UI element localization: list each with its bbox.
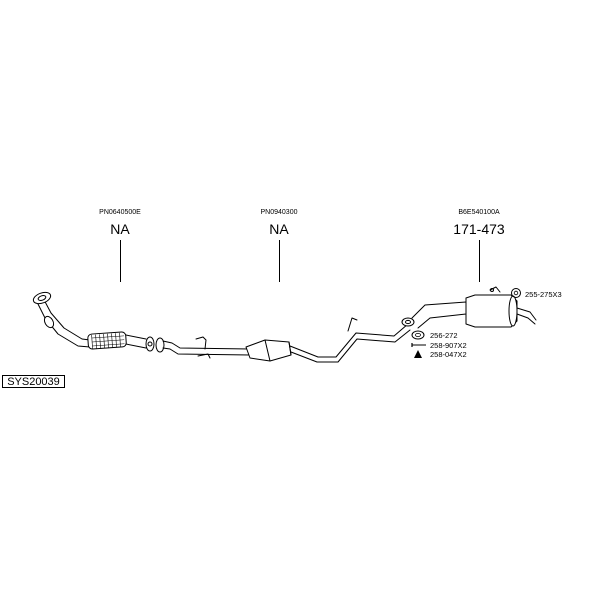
leader-line-rear-silencer	[479, 240, 480, 282]
front-pipe[interactable]	[32, 290, 155, 352]
accessory-code: 256-272	[430, 331, 458, 340]
bolt-icon	[411, 343, 426, 347]
part-number-front-pipe[interactable]: NA	[110, 221, 130, 237]
system-code-label: SYS20039	[2, 375, 65, 388]
oem-number-front-pipe: PN0640500E	[99, 209, 141, 216]
accessory-code: 258-047X2	[430, 350, 467, 359]
intermediate-pipe[interactable]	[155, 336, 251, 359]
nut-icon	[414, 350, 422, 358]
oem-number-middle-silencer: PN0940300	[260, 209, 298, 216]
gasket-icon	[411, 330, 425, 340]
rear-silencer[interactable]	[411, 286, 537, 329]
rubber-ring-icon	[511, 288, 521, 298]
accessory-code: 255-275X3	[525, 290, 562, 299]
leader-line-middle-silencer	[279, 240, 280, 282]
accessory-code: 258-907X2	[430, 341, 467, 350]
oem-number-rear-silencer: B6E540100A	[458, 209, 500, 216]
part-number-rear-silencer[interactable]: 171-473	[453, 221, 505, 237]
leader-line-front-pipe	[120, 240, 121, 282]
middle-silencer[interactable]	[245, 339, 292, 362]
connecting-pipe[interactable]	[289, 317, 415, 363]
part-number-middle-silencer[interactable]: NA	[269, 221, 289, 237]
